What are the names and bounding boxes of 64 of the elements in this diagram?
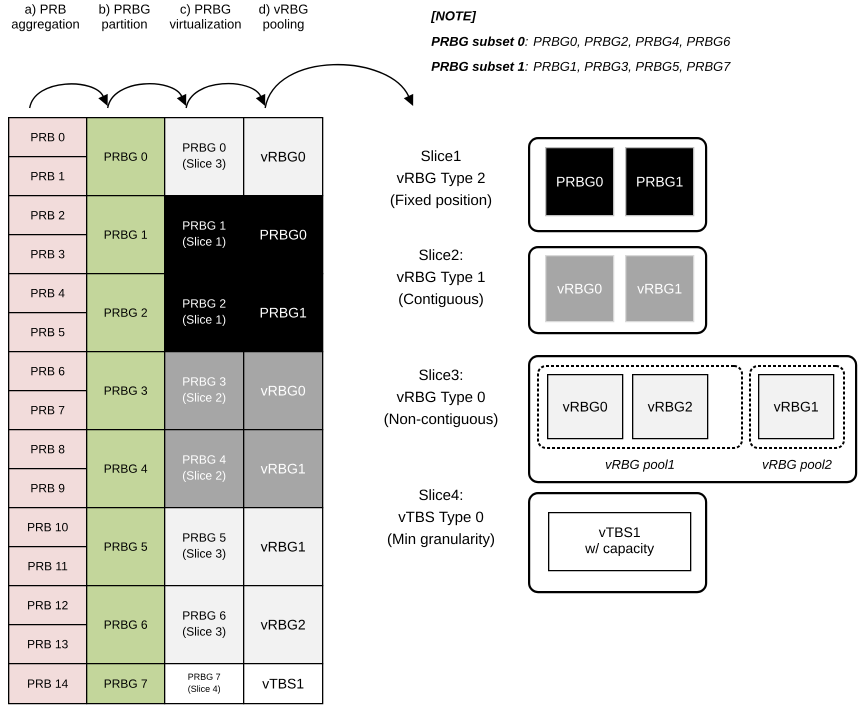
note-text: [NOTE] bbox=[430, 10, 476, 24]
prbg-cell: PRBG 4 bbox=[86, 429, 166, 508]
step-heading: b) PRBG partition bbox=[99, 4, 150, 32]
prb-cell: PRB 8 bbox=[8, 429, 88, 470]
resource-block: PRBG1 bbox=[625, 147, 694, 216]
step-heading: c) PRBG virtualization bbox=[170, 4, 241, 29]
resource-block: vRBG1 bbox=[625, 255, 694, 322]
prb-cell: PRB 14 bbox=[8, 663, 88, 704]
step-heading: d) vRBG pooling bbox=[259, 4, 308, 32]
arrow bbox=[264, 64, 414, 108]
vrbg-cell: PRBG0 bbox=[243, 195, 324, 274]
slice-cell: PRBG 2 (Slice 1) bbox=[164, 273, 244, 352]
slice-label: Slice1 vRBG Type 2 (Fixed position) bbox=[390, 150, 492, 208]
vrbg-cell: vRBG1 bbox=[243, 507, 324, 586]
resource-block: vRBG2 bbox=[632, 374, 708, 440]
prb-cell: PRB 5 bbox=[8, 312, 88, 352]
resource-block: vRBG0 bbox=[545, 255, 614, 322]
prb-cell: PRB 6 bbox=[8, 351, 88, 392]
vrbg-cell: vRBG0 bbox=[243, 117, 324, 196]
slice-label: Slice2: vRBG Type 1 (Contiguous) bbox=[396, 249, 485, 308]
prbg-cell: PRBG 3 bbox=[86, 351, 166, 430]
prb-cell: PRB 2 bbox=[8, 195, 88, 236]
prb-cell: PRB 13 bbox=[8, 624, 88, 664]
slice-cell: PRBG 5 (Slice 3) bbox=[164, 507, 244, 586]
resource-block: vRBG1 bbox=[758, 374, 834, 440]
node-label: vRBG pool2 bbox=[762, 460, 832, 472]
prb-cell: PRB 9 bbox=[8, 468, 88, 508]
slice-cell: PRBG 6 (Slice 3) bbox=[164, 585, 244, 664]
arrow bbox=[29, 83, 108, 108]
note-text: PRBG subset 0: PRBG0, PRBG2, PRBG4, PRBG6 bbox=[431, 36, 730, 48]
note-text: PRBG subset 1: PRBG1, PRBG3, PRBG5, PRBG7 bbox=[431, 61, 731, 73]
prb-cell: PRB 11 bbox=[8, 546, 88, 586]
vrbg-cell: PRBG1 bbox=[243, 273, 324, 352]
slice-cell: PRBG 4 (Slice 2) bbox=[164, 429, 244, 508]
slice-cell: PRBG 0 (Slice 3) bbox=[164, 117, 244, 196]
slice-cell: PRBG 1 (Slice 1) bbox=[164, 195, 244, 274]
slice-label: Slice3: vRBG Type 0 (Non-contiguous) bbox=[384, 369, 498, 428]
prb-cell: PRB 10 bbox=[8, 507, 88, 548]
slice-cell: PRBG 7 (Slice 4) bbox=[164, 663, 244, 704]
prbg-cell: PRBG 0 bbox=[86, 117, 166, 196]
slice-cell: PRBG 3 (Slice 2) bbox=[164, 351, 244, 430]
vrbg-cell: vRBG1 bbox=[243, 429, 324, 508]
arrow bbox=[186, 82, 266, 108]
step-heading: a) PRB aggregation bbox=[12, 4, 79, 32]
arrow bbox=[107, 83, 186, 108]
node-label: vRBG pool1 bbox=[606, 460, 674, 472]
vrbg-cell: vRBG0 bbox=[243, 351, 324, 430]
slice-label: Slice4: vTBS Type 0 (Min granularity) bbox=[388, 489, 494, 548]
resource-block: vTBS1 w/ capacity bbox=[548, 512, 692, 572]
prbg-cell: PRBG 5 bbox=[86, 507, 166, 586]
prbg-cell: PRBG 6 bbox=[86, 585, 166, 664]
prb-cell: PRB 4 bbox=[8, 273, 88, 314]
prb-cell: PRB 7 bbox=[8, 390, 88, 430]
vrbg-cell: vTBS1 bbox=[243, 663, 324, 704]
prb-cell: PRB 12 bbox=[8, 585, 88, 626]
prbg-cell: PRBG 1 bbox=[86, 195, 166, 274]
resource-block: vRBG0 bbox=[547, 374, 624, 440]
vrbg-cell: vRBG2 bbox=[243, 585, 324, 664]
prb-cell: PRB 1 bbox=[8, 156, 88, 196]
prbg-cell: PRBG 2 bbox=[86, 273, 166, 352]
prb-cell: PRB 0 bbox=[8, 117, 88, 158]
prbg-cell: PRBG 7 bbox=[86, 663, 166, 704]
prb-cell: PRB 3 bbox=[8, 234, 88, 274]
resource-block: PRBG0 bbox=[545, 147, 614, 216]
